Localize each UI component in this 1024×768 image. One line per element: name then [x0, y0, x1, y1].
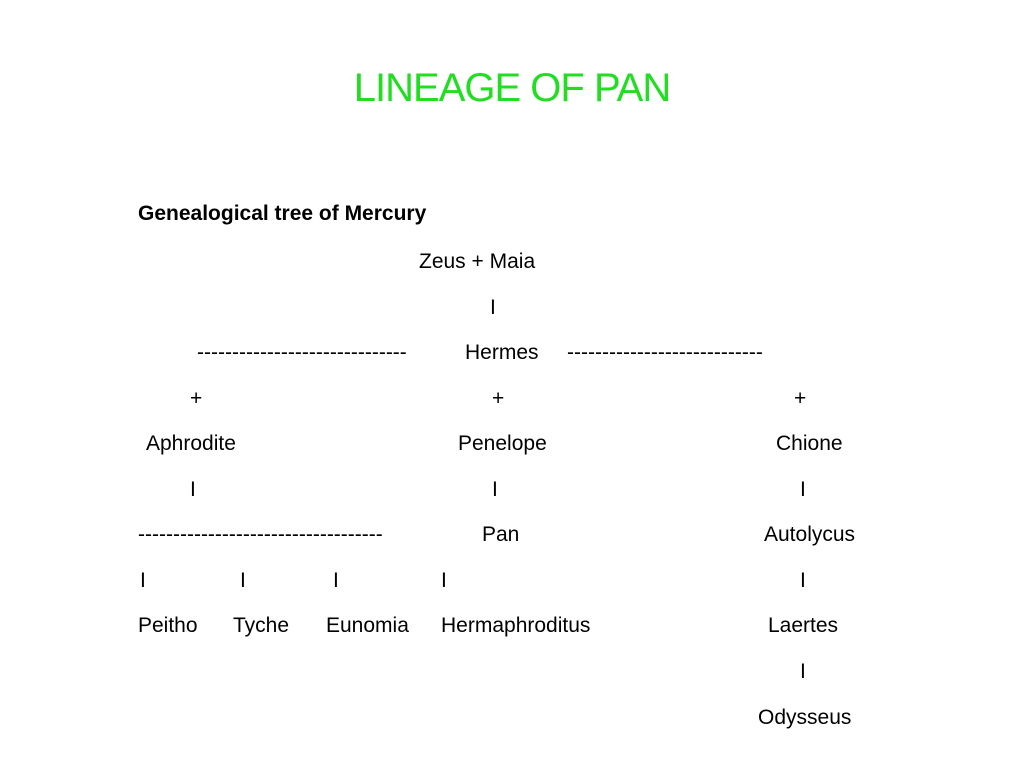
node-chione: Chione [776, 432, 843, 455]
union-symbol-left: + [190, 387, 203, 410]
union-symbol-center: + [492, 387, 505, 410]
node-penelope: Penelope [458, 432, 547, 455]
connector-eunomia: I [333, 569, 339, 592]
node-hermes: Hermes [465, 341, 539, 364]
connector-chione: I [800, 478, 806, 501]
tree-heading: Genealogical tree of Mercury [138, 202, 427, 225]
connector-peitho: I [140, 569, 146, 592]
root-couple: Zeus + Maia [419, 250, 536, 273]
connector-aphrodite: I [190, 478, 196, 501]
connector-autolycus: I [800, 569, 806, 592]
root-connector: I [490, 296, 496, 319]
connector-laertes: I [800, 660, 806, 683]
node-odysseus: Odysseus [758, 706, 852, 729]
node-hermaphroditus: Hermaphroditus [441, 614, 591, 637]
aphrodite-children-line: ----------------------------------- [138, 523, 383, 546]
connector-penelope: I [492, 478, 498, 501]
connector-tyche: I [240, 569, 246, 592]
node-peitho: Peitho [138, 614, 198, 637]
node-autolycus: Autolycus [764, 523, 856, 546]
node-pan: Pan [482, 523, 520, 546]
node-laertes: Laertes [768, 614, 839, 637]
node-eunomia: Eunomia [326, 614, 409, 637]
connector-hermaphroditus: I [441, 569, 447, 592]
slide-title: LINEAGE OF PAN [353, 66, 671, 110]
node-tyche: Tyche [233, 614, 290, 637]
hermes-branch-line-right: ---------------------------- [567, 341, 763, 364]
hermes-branch-line-left: ------------------------------ [197, 341, 407, 364]
union-symbol-right: + [794, 387, 807, 410]
node-aphrodite: Aphrodite [146, 432, 236, 455]
